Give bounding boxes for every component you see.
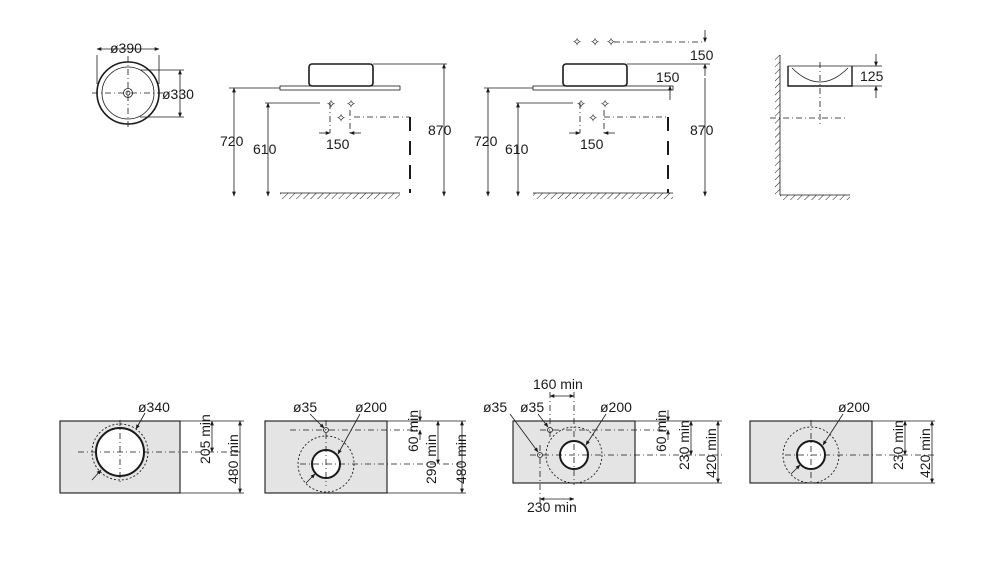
wall-hatch — [775, 55, 780, 195]
tap-hole — [323, 427, 329, 433]
tap-spacing-label: 150 — [326, 136, 350, 152]
side-section-view: 125 — [770, 54, 884, 200]
bowl-depth-label: 125 — [860, 68, 884, 84]
basin-section-bowl — [791, 67, 849, 83]
counter-height-label: 720 — [220, 133, 244, 149]
basin-plan-view: ø390 ø330 — [92, 40, 194, 130]
basin-body — [308, 63, 374, 87]
tap-spacing-bottom-label: 230 min — [527, 499, 577, 515]
front-elevation-1: ✧ ✧ ✧ 150 720 610 870 — [220, 63, 452, 199]
overall-height-label: 870 — [690, 122, 714, 138]
inner-diameter-label: ø330 — [162, 86, 194, 102]
floor-hatch — [533, 193, 673, 199]
cutout-plan-3: 160 min ø35 ø35 ø200 60 min 230 min 420 … — [483, 376, 725, 515]
tap-height-label: 610 — [505, 141, 529, 157]
overall-height-label: 870 — [428, 122, 452, 138]
cutout-plan-1: ø340 205 min 480 min — [59, 399, 244, 494]
waste-diameter-label: ø200 — [355, 399, 387, 415]
waste-diameter-label: ø200 — [838, 399, 870, 415]
tap-offset-label: 60 min — [405, 410, 421, 452]
basin-height-label: 150 — [656, 69, 680, 85]
floor-hatch — [780, 195, 850, 200]
depth-label: 420 min — [917, 428, 933, 478]
svg-text:✧: ✧ — [326, 97, 336, 111]
center-distance-label: 230 min — [676, 420, 692, 470]
svg-text:✧: ✧ — [606, 35, 616, 49]
counter-height-label: 720 — [474, 133, 498, 149]
waste-diameter-label: ø200 — [600, 399, 632, 415]
tap-spacing-top-label: 160 min — [533, 376, 583, 392]
tap-hole-right-label: ø35 — [520, 399, 544, 415]
basin-section-outer — [787, 66, 853, 87]
front-elevation-2: ✧ ✧ ✧ 150 150 ✧ ✧ ✧ 150 720 610 870 — [474, 30, 714, 199]
outer-diameter-label: ø390 — [110, 40, 142, 56]
cutout-plan-4: ø200 230 min 420 min — [749, 399, 935, 485]
hole-diameter-label: ø340 — [138, 399, 170, 415]
tap-offset-top-label: 150 — [690, 47, 714, 63]
cutout-plan-2: ø35 ø200 60 min 290 min 480 min — [264, 399, 469, 494]
depth-label: 420 min — [703, 428, 719, 478]
tap-spacing-label: 150 — [580, 136, 604, 152]
center-distance-label: 290 min — [423, 434, 439, 484]
basin-body — [562, 63, 628, 87]
svg-text:✧: ✧ — [576, 97, 586, 111]
svg-text:✧: ✧ — [346, 97, 356, 111]
center-distance-label: 205 min — [197, 414, 213, 464]
basin-outline — [545, 426, 603, 484]
tap-offset-label: 60 min — [653, 410, 669, 452]
floor-hatch — [280, 193, 400, 199]
svg-text:✧: ✧ — [336, 111, 346, 125]
tap-hole-bottom — [537, 452, 543, 458]
depth-label: 480 min — [453, 434, 469, 484]
depth-label: 480 min — [225, 434, 241, 484]
center-distance-label: 230 min — [890, 420, 906, 470]
tap-height-label: 610 — [253, 141, 277, 157]
svg-text:✧: ✧ — [588, 111, 598, 125]
tap-hole-left-label: ø35 — [483, 399, 507, 415]
svg-text:✧: ✧ — [600, 97, 610, 111]
svg-text:✧: ✧ — [572, 35, 582, 49]
svg-text:✧: ✧ — [590, 35, 600, 49]
tap-hole-label: ø35 — [293, 399, 317, 415]
